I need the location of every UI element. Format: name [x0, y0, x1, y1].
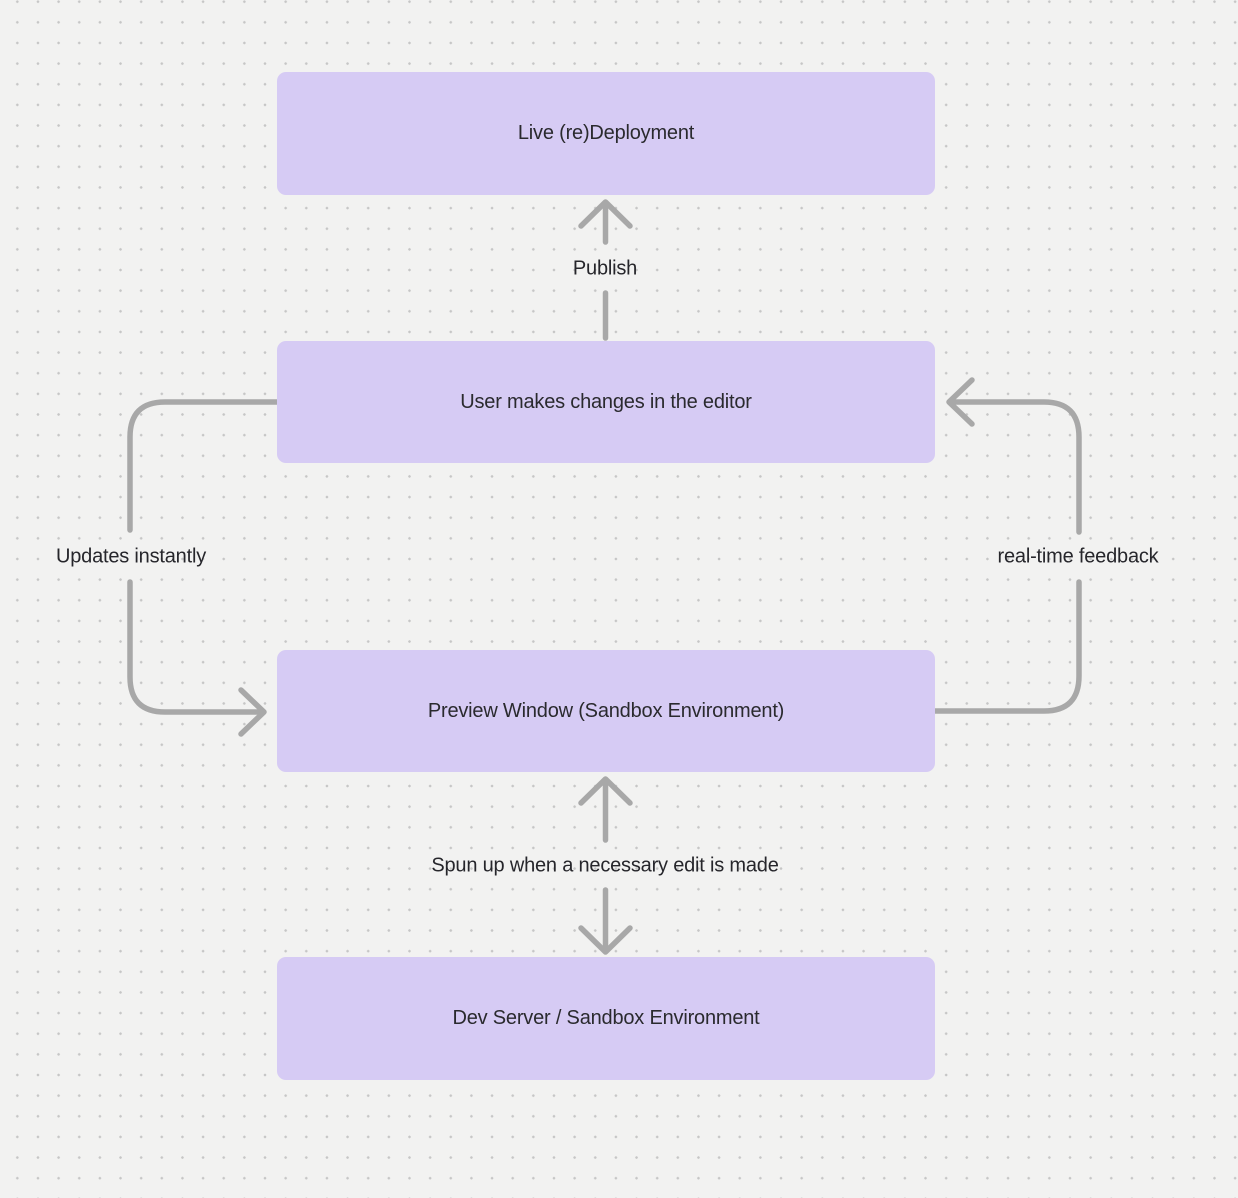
arrowhead-down-icon — [578, 925, 633, 955]
edge-updates-upper-segment — [127, 399, 280, 533]
node-label: Live (re)Deployment — [517, 122, 695, 144]
node-label: User makes changes in the editor — [460, 390, 752, 413]
edge-feedback-upper-segment — [948, 399, 1082, 535]
edge-label-publish[interactable]: Publish — [572, 257, 638, 280]
node-user-makes-changes[interactable]: User makes changes in the editor — [277, 341, 935, 463]
arrowhead-up-icon — [578, 199, 633, 229]
node-live-redeployment[interactable]: Live (re)Deployment — [277, 72, 935, 195]
node-label: Dev Server / Sandbox Environment — [452, 1007, 760, 1029]
node-preview-window[interactable]: Preview Window (Sandbox Environment) — [277, 650, 935, 772]
edge-label-updates-instantly[interactable]: Updates instantly — [55, 545, 207, 568]
node-label: Preview Window (Sandbox Environment) — [427, 699, 785, 722]
arrowhead-right-icon — [238, 687, 267, 737]
edge-label-realtime-feedback[interactable]: real-time feedback — [997, 545, 1159, 568]
arrowhead-left-icon — [946, 377, 975, 427]
edge-feedback-lower-segment — [932, 579, 1082, 714]
edge-label-spun-up[interactable]: Spun up when a necessary edit is made — [431, 854, 779, 877]
edge-updates-lower-segment — [127, 579, 266, 715]
node-dev-server[interactable]: Dev Server / Sandbox Environment — [277, 957, 935, 1080]
arrowhead-up-icon — [578, 776, 633, 806]
